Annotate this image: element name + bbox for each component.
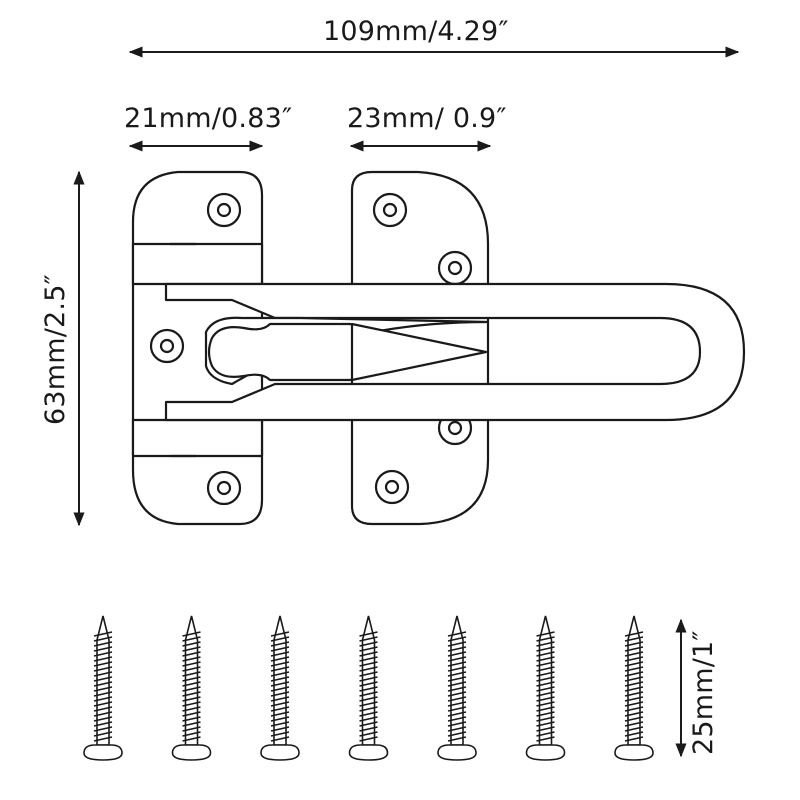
right-plate-width-label: 23mm/ 0.9″ <box>347 103 507 134</box>
screw <box>614 615 654 761</box>
screw <box>437 615 477 761</box>
screw <box>171 615 212 761</box>
screw <box>348 615 389 761</box>
left-hinge-plate <box>131 170 264 526</box>
screw <box>260 615 300 761</box>
screw-set <box>83 615 654 761</box>
left-plate-width-label: 21mm/0.83″ <box>124 103 293 134</box>
screw <box>83 615 123 761</box>
swing-arm <box>164 282 746 422</box>
overall-height-label: 63mm/2.5″ <box>40 274 71 425</box>
overall-width-label: 109mm/4.29″ <box>323 16 509 47</box>
screw-length-label: 25mm/1″ <box>688 630 719 755</box>
screw <box>525 615 566 761</box>
